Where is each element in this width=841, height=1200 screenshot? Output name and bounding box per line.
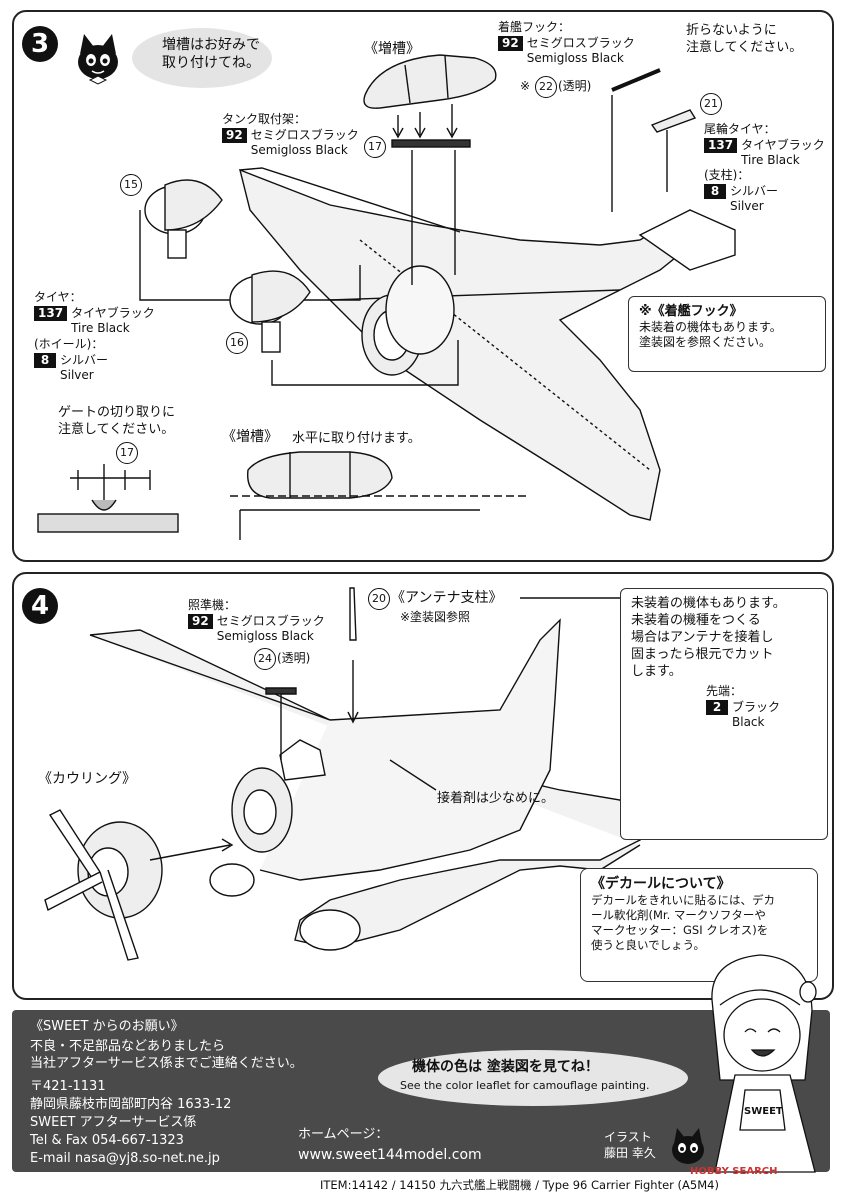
step3-bubble <box>132 28 272 88</box>
hobby-search-watermark: HOBBY SEARCH <box>690 1166 778 1177</box>
tank-horizontal-title: 《増槽》 <box>222 429 278 445</box>
color-code-badge: 8 <box>34 353 56 368</box>
drop-tank-title: 《増槽》 <box>364 41 420 57</box>
gate-part-number: 17 <box>116 442 138 464</box>
color-name-jp: セミグロスブラック <box>250 128 359 142</box>
tank-mount-color: 92 セミグロスブラック Semigloss Black <box>222 128 359 158</box>
department: SWEET アフターサービス係 <box>30 1115 197 1130</box>
telephone: Tel & Fax 054-667-1323 <box>30 1133 184 1148</box>
hook-note: ※《着艦フック》 未装着の機体もあります。 塗装図を参照ください。 <box>628 296 826 372</box>
color-code-badge: 137 <box>34 306 68 321</box>
color-name-jp: タイヤブラック <box>71 306 155 320</box>
landing-hook-label: 着艦フック： <box>498 20 571 34</box>
sight-label: 照準機： <box>188 598 237 612</box>
color-name-jp: セミグロスブラック <box>526 36 635 50</box>
color-code-badge: 92 <box>222 128 247 143</box>
color-code-badge: 92 <box>498 36 523 51</box>
decal-note: 《デカールについて》 デカールをきれいに貼るには、デカ ール軟化剤(Mr. マー… <box>580 868 818 982</box>
color-name-jp: セミグロスブラック <box>216 614 325 628</box>
part21-number: 21 <box>700 93 722 115</box>
color-name-jp: シルバー <box>730 184 779 198</box>
homepage-url[interactable]: www.sweet144model.com <box>298 1147 482 1163</box>
color-name-en: Silver <box>730 199 764 213</box>
hook-note-title: ※《着艦フック》 <box>639 304 743 319</box>
color-code-badge: 92 <box>188 614 213 629</box>
postal-code: 〒421-1131 <box>30 1079 106 1094</box>
color-name-en: Tire Black <box>741 153 800 167</box>
tank-mount-label: タンク取付架： <box>222 112 307 126</box>
color-note-bubble <box>378 1050 688 1106</box>
glue-note: 接着剤は少なめに。 <box>437 791 555 806</box>
landing-hook-color: 92 セミグロスブラック Semigloss Black <box>498 36 635 66</box>
request-body: 不良・不足部品などありましたら 当社アフターサービス係までご連絡ください。 <box>30 1039 303 1071</box>
tip-label: 先端： <box>706 684 743 698</box>
step3-number: 3 <box>22 26 58 62</box>
part15-number: 15 <box>120 174 142 196</box>
color-code-badge: 8 <box>704 184 726 199</box>
color-name-en: Silver <box>60 368 94 382</box>
wheel-color: 8 シルバー Silver <box>34 353 108 383</box>
gate-note: ゲートの切り取りに 注意してください。 <box>58 405 176 437</box>
color-note-en: See the color leaflet for camouflage pai… <box>400 1079 650 1092</box>
tip-color: 2 ブラック Black <box>706 700 780 730</box>
color-name-jp: ブラック <box>732 700 781 714</box>
illustration-label: イラスト <box>604 1130 652 1144</box>
color-note-jp: 機体の色は 塗装図を見てね！ <box>412 1059 599 1075</box>
request-title: 《SWEET からのお願い》 <box>30 1019 184 1034</box>
strut-color: 8 シルバー Silver <box>704 184 778 214</box>
part24-clear: (透明) <box>277 651 311 665</box>
color-name-en: Black <box>732 715 765 729</box>
color-name-en: Tire Black <box>71 321 130 335</box>
sight-color: 92 セミグロスブラック Semigloss Black <box>188 614 325 644</box>
antenna-title: 《アンテナ支柱》 <box>391 590 503 606</box>
homepage-label: ホームページ： <box>298 1127 389 1142</box>
part20-number: 20 <box>368 588 390 610</box>
illustrator-name: 藤田 幸久 <box>604 1146 656 1160</box>
item-line: ITEM:14142 / 14150 九六式艦上戦闘機 / Type 96 Ca… <box>320 1178 719 1192</box>
tire-color: 137 タイヤブラック Tire Black <box>34 306 155 336</box>
part22-number: 22 <box>535 76 557 98</box>
part17-number: 17 <box>364 136 386 158</box>
color-name-en: Semigloss Black <box>216 629 314 643</box>
color-name-en: Semigloss Black <box>526 51 624 65</box>
email[interactable]: E-mail nasa@yj8.so-net.ne.jp <box>30 1151 220 1166</box>
address: 静岡県藤枝市岡部町内谷 1633-12 <box>30 1097 232 1112</box>
decal-title: 《デカールについて》 <box>591 876 731 892</box>
tailwheel-label: 尾輪タイヤ： <box>704 122 776 136</box>
sweet-apron-text: SWEET <box>744 1106 783 1117</box>
strut-label: (支柱)： <box>704 168 750 182</box>
color-name-jp: タイヤブラック <box>741 138 825 152</box>
tailwheel-color: 137 タイヤブラック Tire Black <box>704 138 825 168</box>
antenna-note-body: 未装着の機体もあります。 未装着の機種をつくる 場合はアンテナを接着し 固まった… <box>631 596 786 679</box>
nobend-warning: 折らないように 注意してください。 <box>686 23 803 55</box>
color-code-badge: 2 <box>706 700 728 715</box>
color-code-badge: 137 <box>704 138 738 153</box>
cowling-title: 《カウリング》 <box>38 771 136 787</box>
step4-number: 4 <box>22 588 58 624</box>
antenna-ref: ※塗装図参照 <box>400 610 471 624</box>
color-name-jp: シルバー <box>60 353 109 367</box>
part22-prefix: ※ <box>520 79 531 93</box>
part22-clear: (透明) <box>558 79 592 93</box>
hook-note-body: 未装着の機体もあります。 塗装図を参照ください。 <box>639 320 782 349</box>
tire-label: タイヤ： <box>34 290 82 304</box>
part24-number: 24 <box>254 648 276 670</box>
color-name-en: Semigloss Black <box>250 143 348 157</box>
decal-body: デカールをきれいに貼るには、デカ ール軟化剤(Mr. マークソフターや マークセ… <box>591 893 775 952</box>
part16-number: 16 <box>226 332 248 354</box>
step3-bubble-text: 増槽はお好みで 取り付けてね。 <box>162 37 260 71</box>
wheel-label: (ホイール)： <box>34 337 104 351</box>
tank-horizontal-body: 水平に取り付けます。 <box>292 431 421 446</box>
